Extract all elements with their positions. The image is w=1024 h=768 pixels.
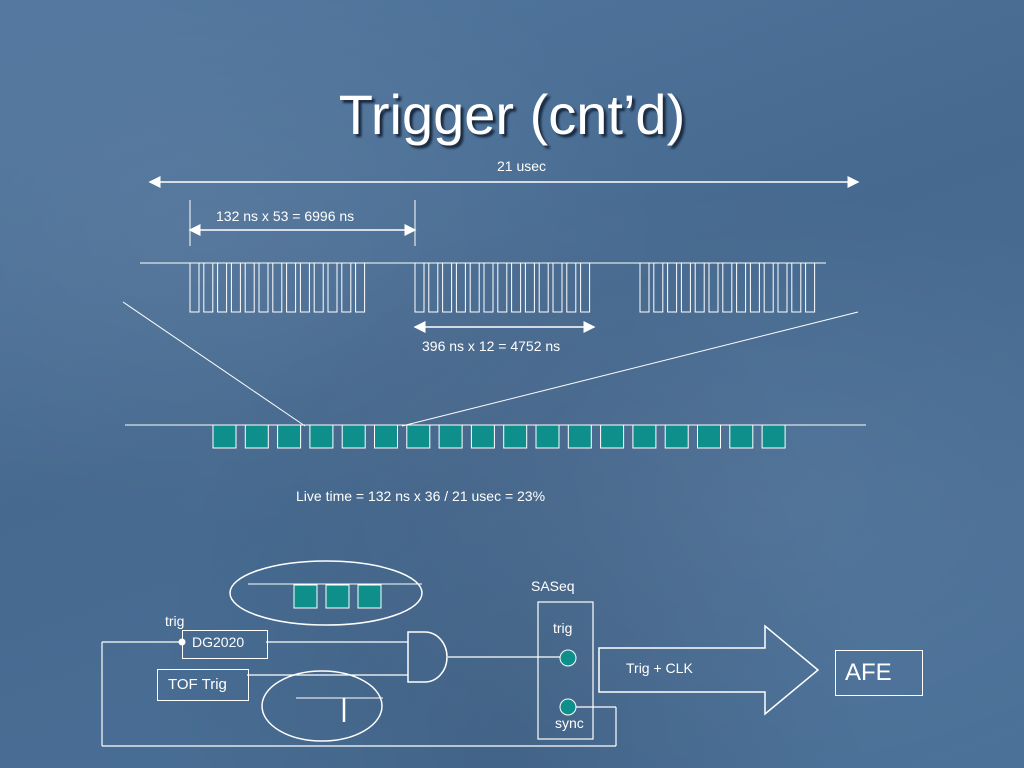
pulse [805, 262, 816, 313]
live-slot [567, 424, 592, 449]
saseq-sync-port [559, 698, 577, 716]
afe-label: AFE [845, 659, 892, 686]
pulse [777, 262, 788, 313]
burst-bubble [229, 560, 423, 626]
pulse [580, 262, 591, 313]
zoom-line-left [122, 301, 306, 427]
live-slot [729, 424, 754, 449]
pulse [538, 262, 549, 313]
pulse [414, 262, 425, 313]
pulse [736, 262, 747, 313]
tof-trig-box: TOF Trig [157, 669, 249, 701]
live-slot [277, 424, 302, 449]
dg2020-box: DG2020 [182, 630, 268, 659]
pulse [203, 262, 214, 313]
pulse [708, 262, 719, 313]
live-slot [374, 424, 398, 449]
live-slot [535, 424, 560, 449]
pulse [694, 262, 705, 313]
pulse [552, 262, 563, 313]
saseq-trig-port [559, 649, 577, 667]
burst-span-label: 132 ns x 53 = 6996 ns [216, 208, 355, 224]
pulse [355, 262, 366, 313]
live-slots [212, 424, 786, 449]
live-slot [244, 424, 269, 449]
pulse [455, 262, 466, 313]
pulse [497, 262, 508, 313]
live-slot [697, 424, 721, 449]
pulse [511, 262, 522, 313]
live-slot [664, 424, 689, 449]
pulse [258, 262, 269, 313]
pulse [680, 262, 691, 313]
pulse [483, 262, 494, 313]
live-time-label: Live time = 132 ns x 36 / 21 usec = 23% [296, 488, 546, 504]
tof-trig-label: TOF Trig [168, 676, 227, 693]
afe-box: AFE [835, 650, 923, 696]
pulse-train [189, 262, 816, 313]
pulse [244, 262, 255, 313]
bubble-slot [293, 584, 318, 609]
live-slot [309, 424, 334, 449]
saseq-sync-label: sync [555, 715, 584, 731]
pulse [313, 262, 324, 313]
pulse [653, 262, 664, 313]
bubble-slots [293, 584, 382, 609]
gap-span-label: 396 ns x 12 = 4752 ns [422, 338, 561, 354]
pulse [722, 262, 733, 313]
live-slot [438, 424, 463, 449]
dg2020-label: DG2020 [192, 634, 245, 650]
pulse [341, 262, 352, 313]
pulse [469, 262, 480, 313]
pulse [286, 262, 297, 313]
trig-clk-label: Trig + CLK [626, 660, 693, 676]
bubble-slot [357, 584, 382, 609]
pulse [566, 262, 577, 313]
pulse [327, 262, 338, 313]
pulse [299, 262, 310, 313]
pulse [442, 262, 453, 313]
live-slot [600, 424, 625, 449]
slide-title: Trigger (cnt’d) [338, 83, 686, 146]
zoom-line-right [401, 311, 859, 427]
live-slot [212, 424, 237, 449]
pulse [230, 262, 241, 313]
live-slot [503, 424, 528, 449]
pulse [189, 262, 200, 313]
pulse [272, 262, 283, 313]
pulse [217, 262, 228, 313]
pulse [667, 262, 678, 313]
pulse [639, 262, 650, 313]
saseq-trig-label: trig [553, 620, 573, 636]
live-slot [632, 424, 657, 449]
pulse [428, 262, 439, 313]
pulse [749, 262, 760, 313]
trig-label: trig [165, 613, 185, 629]
live-slot [341, 424, 366, 449]
saseq-label: SASeq [531, 578, 575, 594]
pulse [763, 262, 774, 313]
tof-bubble [261, 670, 383, 742]
circuit-wires [101, 641, 617, 747]
live-slot [406, 424, 431, 449]
bubble-slot [325, 584, 350, 609]
pulse [524, 262, 535, 313]
total-span-label: 21 usec [497, 158, 547, 174]
saseq-box [537, 601, 594, 740]
live-slot [761, 424, 786, 449]
and-gate [407, 631, 448, 683]
live-slot [470, 424, 495, 449]
trig-clk-arrow [598, 624, 820, 716]
pulse [791, 262, 802, 313]
